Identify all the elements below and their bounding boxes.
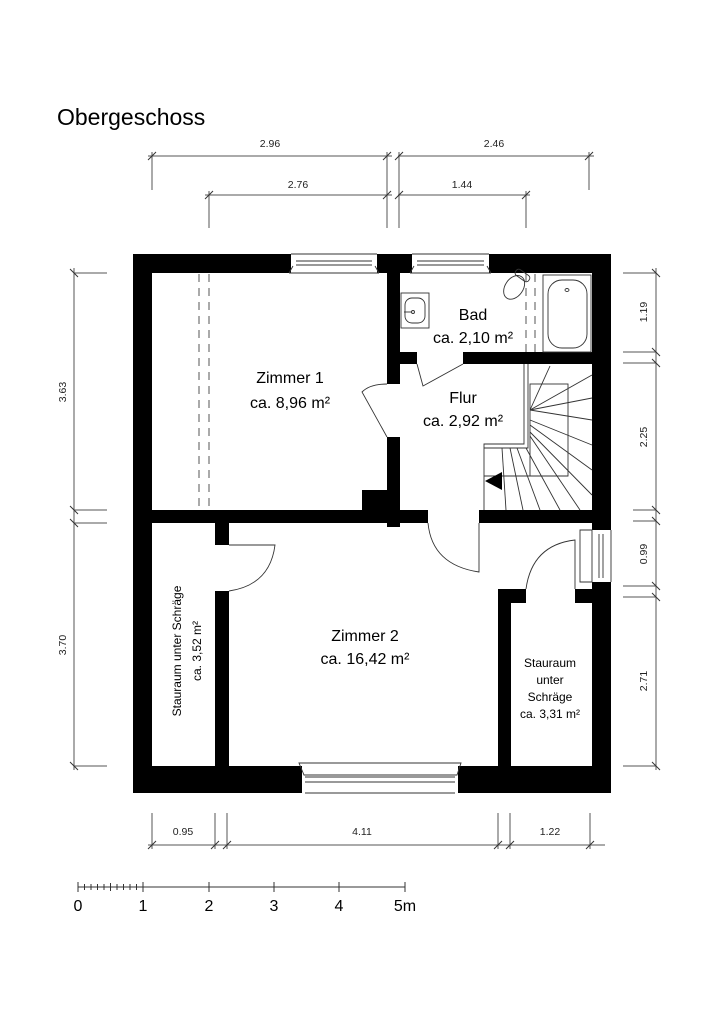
- scale-label-0: 0: [74, 898, 83, 915]
- staircase: [483, 364, 593, 511]
- left-dimensions: 3.63 3.70: [57, 268, 107, 771]
- room-stauraum-left-area: ca. 3,52 m²: [190, 621, 204, 681]
- dim-right-3: 0.99: [638, 544, 650, 565]
- dim-left-2: 3.70: [57, 635, 69, 656]
- room-stauraum-right-area: ca. 3,31 m²: [520, 707, 580, 721]
- scale-label-4: 4: [335, 898, 344, 915]
- stair-direction-arrow-icon: [485, 472, 502, 490]
- dim-right-2: 2.25: [638, 427, 650, 448]
- room-zimmer1-area: ca. 8,96 m²: [250, 395, 331, 412]
- walls: [133, 254, 611, 793]
- room-bad-name: Bad: [459, 307, 487, 324]
- room-bad-area: ca. 2,10 m²: [433, 330, 514, 347]
- room-zimmer1-name: Zimmer 1: [256, 370, 324, 387]
- room-labels: Zimmer 1 ca. 8,96 m² Bad ca. 2,10 m² Flu…: [170, 307, 580, 721]
- bathtub-icon: [542, 274, 592, 353]
- room-stauraum-right-line3: Schräge: [528, 690, 573, 704]
- room-flur-area: ca. 2,92 m²: [423, 413, 504, 430]
- dim-top-inner-1: 2.76: [288, 179, 309, 191]
- scale-bar: 0 1 2 3 4 5m: [74, 882, 416, 915]
- dim-bottom-3: 1.22: [540, 826, 561, 838]
- bathroom-fixtures: [400, 268, 592, 353]
- dim-bottom-1: 0.95: [173, 826, 194, 838]
- plan-title: Obergeschoss: [57, 104, 206, 130]
- dim-left-1: 3.63: [57, 382, 69, 403]
- toilet-icon: [503, 268, 531, 300]
- room-stauraum-left-name: Stauraum unter Schräge: [170, 585, 184, 716]
- room-stauraum-right-line2: unter: [536, 673, 563, 687]
- dim-top-outer-1: 2.96: [260, 138, 281, 150]
- bottom-dimensions: 0.95 4.11 1.22: [147, 813, 605, 850]
- dim-top-inner-2: 1.44: [452, 179, 473, 191]
- dim-bottom-2: 4.11: [352, 826, 372, 838]
- room-zimmer2-area: ca. 16,42 m²: [321, 651, 411, 668]
- room-stauraum-right-line1: Stauraum: [524, 656, 576, 670]
- dim-right-4: 2.71: [638, 671, 650, 692]
- top-dimensions: 2.96 2.46 2.76 1.44: [147, 138, 594, 228]
- doors: [228, 363, 576, 592]
- roof-slope-lines: [198, 274, 210, 510]
- scale-label-1: 1: [139, 898, 148, 915]
- scale-label-2: 2: [205, 898, 214, 915]
- room-flur-name: Flur: [449, 390, 477, 407]
- dim-top-outer-2: 2.46: [484, 138, 505, 150]
- sink-icon: [400, 292, 430, 329]
- scale-label-3: 3: [270, 898, 279, 915]
- right-dimensions: 1.19 2.25 0.99 2.71: [623, 268, 661, 771]
- room-zimmer2-name: Zimmer 2: [331, 628, 399, 645]
- scale-label-5: 5m: [394, 898, 416, 915]
- dim-right-1: 1.19: [638, 302, 650, 323]
- windows: [288, 253, 612, 794]
